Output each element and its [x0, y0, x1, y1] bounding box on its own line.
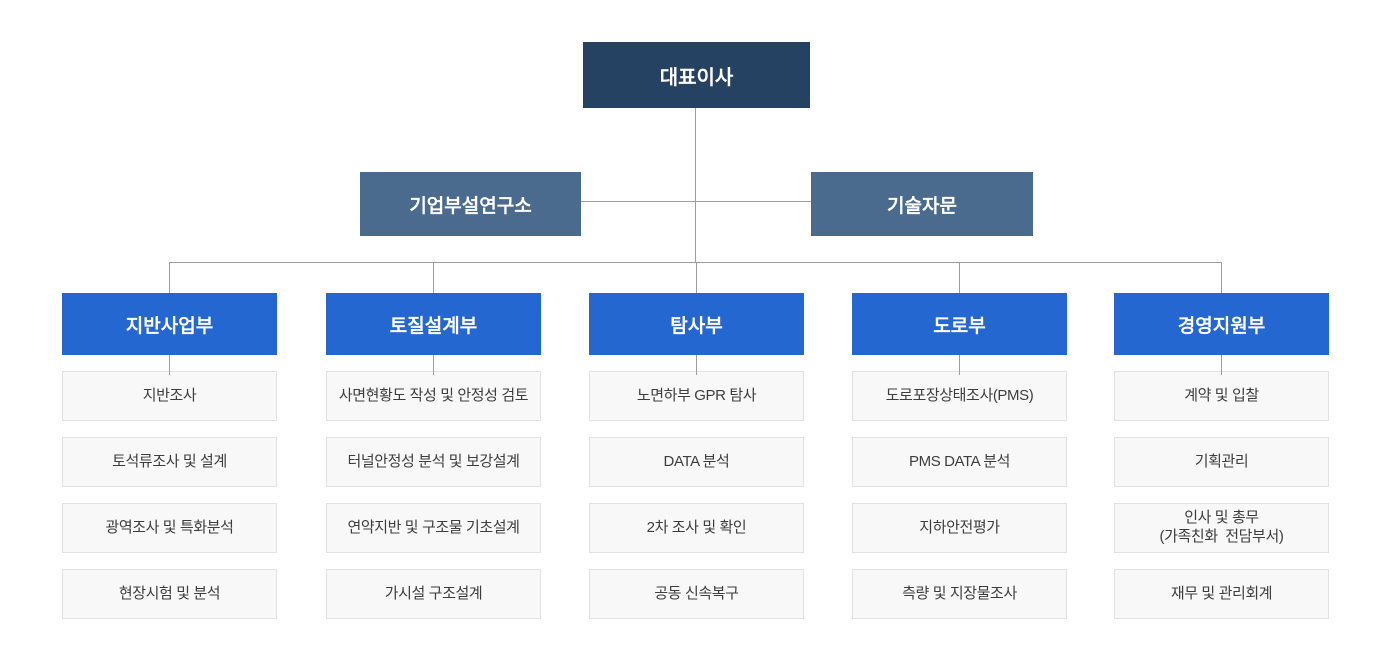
tech-advisory-box: 기술자문 [811, 172, 1033, 236]
dept-item: 현장시험 및 분석 [62, 569, 277, 619]
connector-header-item-stub [169, 355, 170, 375]
research-institute-box: 기업부설연구소 [360, 172, 581, 236]
dept-item: 노면하부 GPR 탐사 [589, 371, 804, 421]
dept-title: 경영지원부 [1114, 293, 1329, 355]
dept-column-road: 도로부 도로포장상태조사(PMS) PMS DATA 분석 지하안전평가 측량 … [852, 293, 1067, 619]
dept-item: 인사 및 총무 (가족친화 전담부서) [1114, 503, 1329, 553]
connector-dept-stub-1 [169, 262, 170, 293]
dept-item: 지하안전평가 [852, 503, 1067, 553]
dept-column-soil-design: 토질설계부 사면현황도 작성 및 안정성 검토 터널안정성 분석 및 보강설계 … [326, 293, 541, 619]
dept-item: 2차 조사 및 확인 [589, 503, 804, 553]
dept-item: 공동 신속복구 [589, 569, 804, 619]
dept-title: 탐사부 [589, 293, 804, 355]
connector-dept-stub-5 [1221, 262, 1222, 293]
dept-item: 가시설 구조설계 [326, 569, 541, 619]
dept-title: 도로부 [852, 293, 1067, 355]
dept-item: 사면현황도 작성 및 안정성 검토 [326, 371, 541, 421]
dept-column-exploration: 탐사부 노면하부 GPR 탐사 DATA 분석 2차 조사 및 확인 공동 신속… [589, 293, 804, 619]
ceo-box: 대표이사 [583, 42, 810, 108]
dept-item: DATA 분석 [589, 437, 804, 487]
dept-title: 토질설계부 [326, 293, 541, 355]
dept-item: 광역조사 및 특화분석 [62, 503, 277, 553]
dept-item: 토석류조사 및 설계 [62, 437, 277, 487]
dept-item: 재무 및 관리회계 [1114, 569, 1329, 619]
connector-dept-stub-3 [696, 262, 697, 293]
dept-column-ground-business: 지반사업부 지반조사 토석류조사 및 설계 광역조사 및 특화분석 현장시험 및… [62, 293, 277, 619]
dept-item: 측량 및 지장물조사 [852, 569, 1067, 619]
dept-item: 계약 및 입찰 [1114, 371, 1329, 421]
dept-title: 지반사업부 [62, 293, 277, 355]
dept-column-management-support: 경영지원부 계약 및 입찰 기획관리 인사 및 총무 (가족친화 전담부서) 재… [1114, 293, 1329, 619]
connector-dept-stub-4 [959, 262, 960, 293]
connector-affiliates-horizontal [581, 201, 811, 202]
dept-item: 기획관리 [1114, 437, 1329, 487]
connector-header-item-stub [959, 355, 960, 375]
dept-item: 연약지반 및 구조물 기초설계 [326, 503, 541, 553]
connector-header-item-stub [1221, 355, 1222, 375]
connector-depts-horizontal [169, 262, 1222, 263]
dept-item: PMS DATA 분석 [852, 437, 1067, 487]
dept-item: 도로포장상태조사(PMS) [852, 371, 1067, 421]
connector-ceo-vertical [695, 108, 696, 262]
connector-header-item-stub [433, 355, 434, 375]
dept-item: 터널안정성 분석 및 보강설계 [326, 437, 541, 487]
dept-item: 지반조사 [62, 371, 277, 421]
connector-dept-stub-2 [433, 262, 434, 293]
connector-header-item-stub [696, 355, 697, 375]
